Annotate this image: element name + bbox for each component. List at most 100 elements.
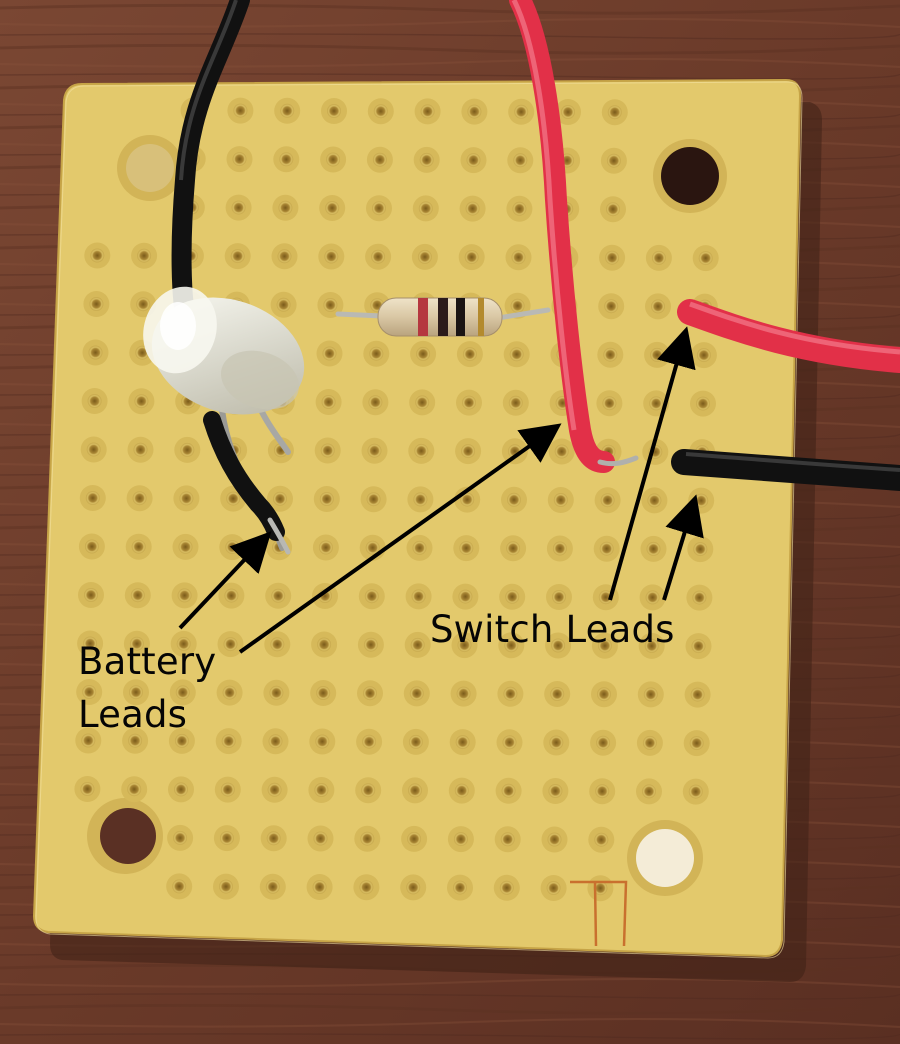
pad-hole — [132, 491, 147, 506]
switch-leads-label: Switch Leads — [430, 608, 675, 651]
pad-hole — [598, 590, 613, 605]
pad-hole — [129, 685, 143, 700]
pad-hole — [503, 686, 518, 701]
pad-hole — [606, 202, 620, 217]
black-wire-switch — [671, 449, 900, 491]
pad-hole — [136, 297, 151, 312]
pad-hole — [599, 541, 614, 556]
pad-hole — [546, 881, 561, 895]
pad-hole — [321, 395, 336, 409]
annotation-arrows — [178, 326, 704, 654]
pad-hole — [502, 735, 517, 750]
pad-hole — [506, 541, 521, 556]
pad-hole — [561, 105, 575, 119]
pad-hole — [417, 249, 432, 264]
pad-hole — [513, 153, 528, 168]
pad-hole — [233, 103, 248, 118]
pad-hole — [269, 685, 284, 700]
pad-hole — [600, 493, 615, 508]
pad-hole — [510, 298, 525, 313]
arrow-switch-black — [662, 494, 704, 601]
battery-leads-label-line2: Leads — [78, 693, 188, 736]
pad-hole — [604, 299, 619, 314]
pad-hole — [81, 733, 96, 748]
pad-hole — [178, 539, 193, 554]
pad-hole — [414, 443, 429, 458]
pad-hole — [129, 636, 144, 651]
pad-hole — [642, 784, 656, 799]
pad-hole — [219, 831, 234, 846]
pad-hole — [180, 442, 195, 457]
pad-hole — [326, 152, 341, 167]
pad-hole — [359, 880, 374, 895]
pad-hole — [320, 443, 335, 458]
pad-hole — [323, 298, 338, 312]
pad-hole — [88, 345, 103, 360]
pad-hole — [593, 881, 608, 896]
pad-hole — [696, 348, 711, 363]
pad-hole — [646, 541, 661, 556]
pad-hole — [689, 736, 704, 751]
pad-hole — [360, 831, 375, 846]
pad-hole — [174, 782, 188, 797]
pad-hole — [602, 396, 617, 411]
pad-hole — [603, 347, 618, 362]
pad-hole — [461, 444, 476, 459]
pad-hole — [595, 784, 610, 799]
pad-hole — [223, 637, 238, 652]
pad-hole — [410, 637, 425, 652]
pad-hole — [501, 783, 516, 798]
pad-hole — [325, 201, 340, 215]
pad-hole — [231, 200, 246, 215]
pad-hole — [175, 685, 190, 700]
pad-hole — [173, 830, 188, 845]
pad-hole — [554, 444, 569, 459]
pad-hole — [504, 638, 519, 653]
pad-hole — [649, 396, 664, 411]
pad-hole — [606, 153, 621, 168]
pad-hole — [467, 104, 482, 119]
pad-hole — [693, 542, 708, 557]
resistor-component — [335, 297, 551, 337]
pad-hole — [276, 297, 291, 312]
pad-hole — [457, 638, 472, 653]
pad-hole — [365, 540, 380, 555]
pad-hole — [594, 832, 609, 847]
pad-hole — [464, 250, 479, 265]
pad-hole — [361, 783, 376, 798]
pad-hole — [420, 104, 435, 119]
pad-hole — [89, 297, 104, 311]
pad-hole — [316, 686, 331, 700]
pad-hole — [80, 782, 95, 796]
pad-hole — [266, 831, 281, 846]
red-wire-switch — [677, 299, 900, 373]
pad-hole — [458, 589, 473, 604]
pad-hole — [267, 782, 282, 797]
board-marking — [570, 880, 628, 947]
pad-hole — [128, 733, 143, 748]
pad-hole — [232, 152, 247, 167]
pad-hole — [90, 248, 105, 263]
pad-hole — [605, 250, 620, 265]
pad-hole — [453, 880, 467, 895]
pad-hole — [454, 783, 469, 798]
red-wire-battery — [509, 0, 615, 473]
pad-hole — [499, 880, 514, 895]
pad-hole — [411, 589, 426, 604]
pad-hole — [369, 346, 384, 361]
pad-hole — [647, 493, 662, 508]
pad-hole — [225, 540, 240, 555]
pad-hole — [460, 492, 475, 507]
pad-hole — [549, 735, 564, 750]
pad-hole — [268, 734, 283, 749]
pad-hole — [372, 152, 387, 167]
battery-leads-label-line1: Battery — [78, 640, 217, 683]
pad-hole — [327, 104, 341, 118]
pad-hole — [315, 734, 330, 749]
pad-hole — [230, 249, 245, 264]
pad-hole — [465, 201, 480, 216]
pad-hole — [220, 782, 235, 797]
pad-hole — [179, 491, 194, 506]
pad-hole — [317, 637, 332, 652]
